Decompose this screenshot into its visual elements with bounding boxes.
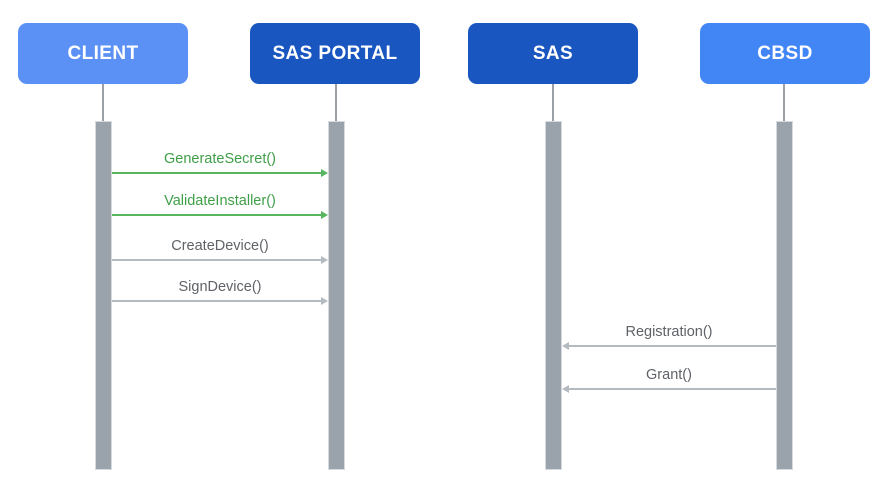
actor-label-sas-portal: SAS PORTAL	[272, 42, 398, 64]
message-arrowhead-create-device	[321, 255, 328, 264]
lifeline-stem-sas-portal	[335, 84, 337, 121]
message-label-validate-installer: ValidateInstaller()	[164, 193, 276, 209]
actor-label-client: CLIENT	[67, 42, 139, 64]
message-line-generate-secret	[112, 172, 321, 174]
lifeline-stem-sas	[552, 84, 554, 121]
actor-box-cbsd[interactable]: CBSD	[700, 23, 870, 84]
message-line-grant	[569, 388, 776, 390]
activation-bar-sas	[545, 121, 562, 470]
message-arrowhead-registration	[562, 341, 569, 350]
message-line-validate-installer	[112, 214, 321, 216]
message-arrowhead-grant	[562, 384, 569, 393]
activation-bar-client	[95, 121, 112, 470]
message-label-grant: Grant()	[646, 367, 692, 383]
message-line-create-device	[112, 259, 321, 261]
actor-box-sas-portal[interactable]: SAS PORTAL	[250, 23, 420, 84]
actor-label-cbsd: CBSD	[757, 42, 813, 64]
lifeline-stem-cbsd	[783, 84, 785, 121]
message-line-registration	[569, 345, 776, 347]
actor-box-client[interactable]: CLIENT	[18, 23, 188, 84]
lifeline-stem-client	[102, 84, 104, 121]
message-label-sign-device: SignDevice()	[178, 279, 262, 295]
message-arrowhead-validate-installer	[321, 210, 328, 219]
message-label-registration: Registration()	[625, 324, 713, 340]
actor-label-sas: SAS	[532, 42, 574, 64]
activation-bar-sas-portal	[328, 121, 345, 470]
message-arrowhead-generate-secret	[321, 168, 328, 177]
activation-bar-cbsd	[776, 121, 793, 470]
message-arrowhead-sign-device	[321, 296, 328, 305]
actor-box-sas[interactable]: SAS	[468, 23, 638, 84]
message-line-sign-device	[112, 300, 321, 302]
message-label-create-device: CreateDevice()	[171, 238, 269, 254]
message-label-generate-secret: GenerateSecret()	[163, 151, 277, 167]
